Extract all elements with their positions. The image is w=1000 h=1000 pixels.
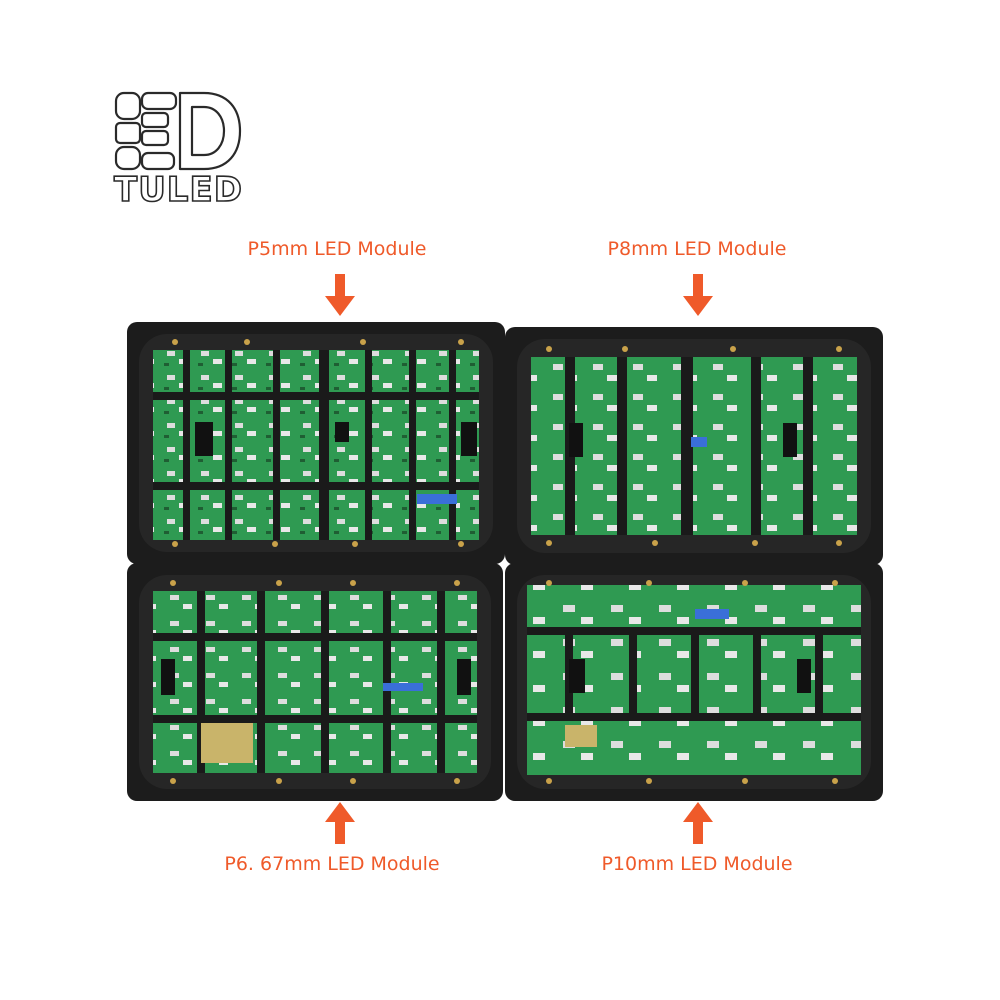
led-module-p8-photo — [505, 327, 883, 565]
logo-wordmark: TULED — [113, 169, 243, 211]
arrow-down-icon — [683, 274, 713, 316]
module-label-p10: P10mm LED Module — [601, 853, 793, 875]
arrow-up-icon — [325, 802, 355, 844]
led-module-p5-photo — [127, 322, 505, 564]
led-module-p10-photo — [505, 563, 883, 801]
module-label-p667: P6. 67mm LED Module — [224, 853, 440, 875]
arrow-up-icon — [683, 802, 713, 844]
led-module-p667-photo — [127, 563, 503, 801]
module-label-p8: P8mm LED Module — [607, 238, 787, 260]
arrow-down-icon — [325, 274, 355, 316]
tuled-logo-mark — [114, 91, 242, 171]
module-label-p5: P5mm LED Module — [247, 238, 427, 260]
